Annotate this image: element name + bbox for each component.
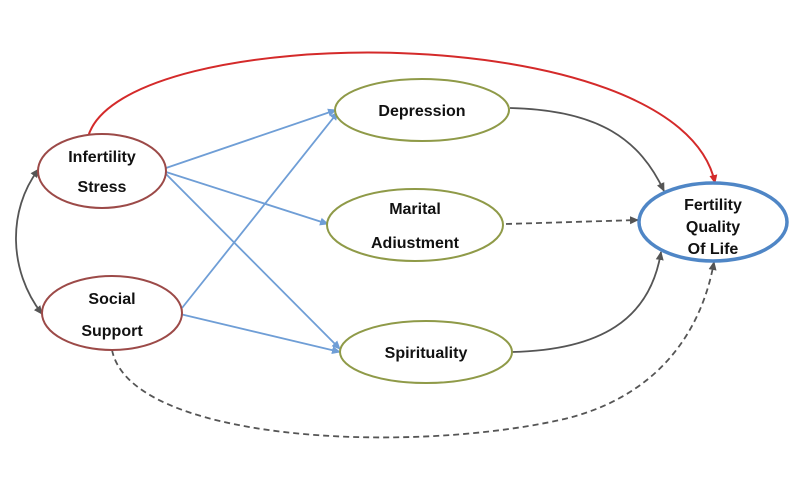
edge-infertility-stress-to-spirituality	[165, 173, 341, 350]
node-social-support: Social Support	[41, 275, 183, 351]
edge-spirituality-to-fertility-qol	[511, 251, 664, 353]
node-label-social-support-line2: Support	[81, 323, 143, 340]
node-fertility-quality-of-life: Fertility Quality Of Life	[637, 181, 789, 263]
edge-marital-adjustment-to-fertility-qol	[505, 216, 639, 225]
node-label-depression: Depression	[378, 103, 465, 120]
node-label-fertility-qol-line3: Of Life	[688, 241, 739, 258]
node-label-social-support-line1: Social	[88, 291, 135, 308]
node-label-infertility-stress-line1: Infertility	[68, 149, 136, 166]
edge-infertility-stress-to-marital-adjustment	[165, 171, 329, 226]
node-label-spirituality: Spirituality	[385, 345, 468, 362]
edge-social-support-to-depression	[181, 111, 339, 309]
edge-infertility-stress-to-depression	[165, 108, 337, 169]
node-infertility-stress: Infertility Stress	[37, 133, 167, 209]
node-label-fertility-qol-line1: Fertility	[684, 197, 742, 214]
node-label-fertility-qol-line2: Quality	[686, 219, 740, 236]
edge-infertility-stress-to-fertility-qol	[87, 51, 718, 184]
node-label-marital-adjustment-line2: Adiustment	[371, 235, 460, 252]
edge-depression-to-fertility-qol	[509, 107, 665, 192]
edge-social-support-to-fertility-qol	[111, 261, 717, 439]
node-marital-adjustment: Marital Adiustment	[326, 188, 504, 262]
node-spirituality: Spirituality	[339, 320, 513, 384]
edge-infertility-stress-social-support-correlation	[15, 168, 43, 315]
node-depression: Depression	[334, 78, 510, 142]
edge-social-support-to-spirituality	[179, 313, 341, 355]
node-label-infertility-stress-line2: Stress	[78, 179, 127, 196]
node-label-marital-adjustment-line1: Marital	[389, 201, 441, 218]
